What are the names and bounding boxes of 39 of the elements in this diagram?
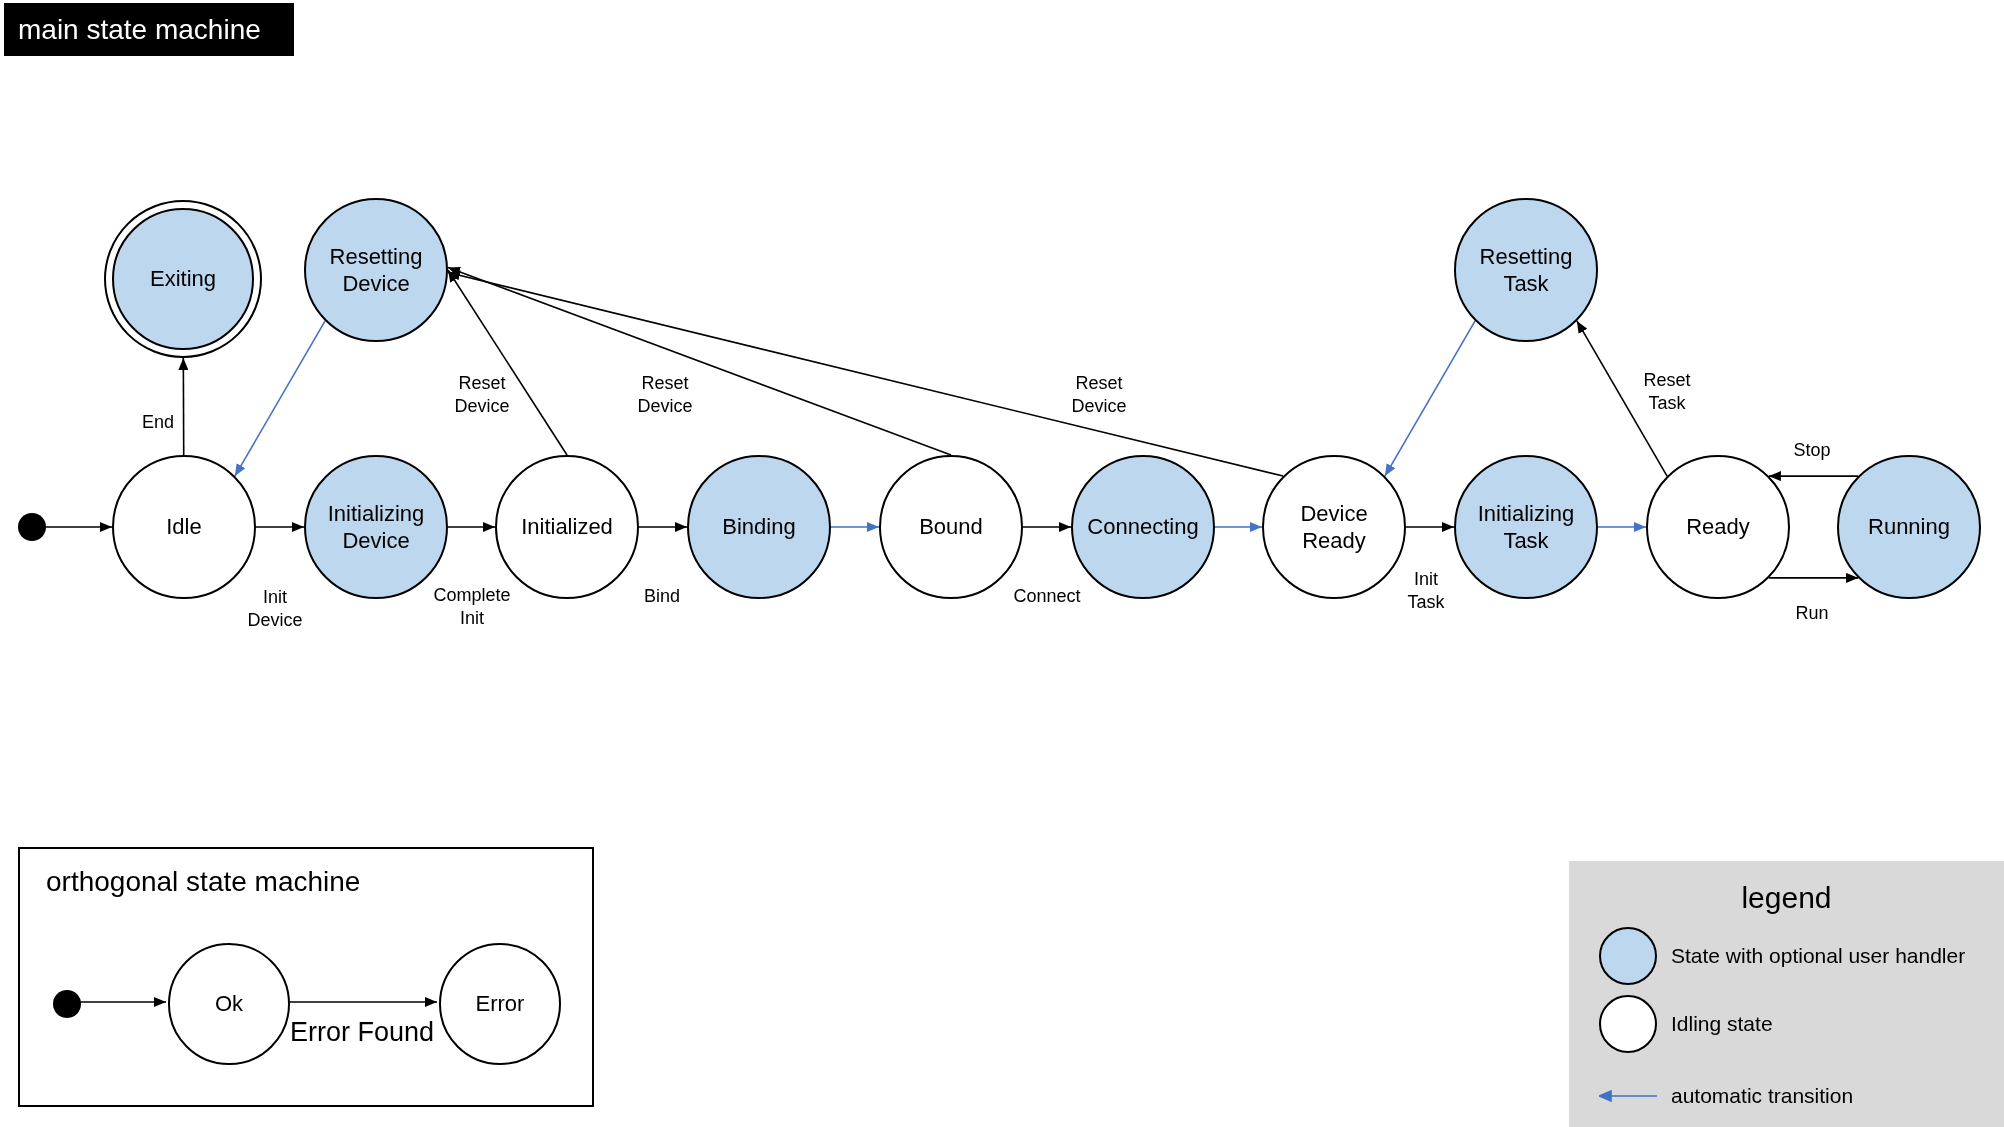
arrow xyxy=(1576,320,1668,477)
legend-text: State with optional user handler xyxy=(1671,943,1966,970)
arrow xyxy=(78,997,167,1007)
state-name: Initializing Task xyxy=(1476,499,1576,555)
arrow xyxy=(447,266,952,456)
state-name: Device Ready xyxy=(1299,499,1369,555)
state-name: Initializing Device xyxy=(326,499,426,555)
arrow xyxy=(447,522,496,532)
state-name: Idle xyxy=(165,513,203,541)
state-name: Ready xyxy=(1685,513,1751,541)
arrow xyxy=(1384,320,1476,477)
arrow xyxy=(1768,572,1859,583)
arrow xyxy=(1597,522,1647,532)
state-name: Ok xyxy=(213,990,245,1018)
arrow xyxy=(1405,522,1455,532)
arrow xyxy=(830,522,880,532)
arrow xyxy=(447,269,568,456)
legend-text: automatic transition xyxy=(1671,1083,1854,1110)
title-banner: main state machine xyxy=(4,3,294,56)
state-name: Exiting xyxy=(148,265,217,293)
state-name: Connecting xyxy=(1086,513,1200,541)
state-name: Running xyxy=(1867,513,1951,541)
arrow xyxy=(178,357,189,456)
arrow xyxy=(1214,522,1263,532)
state-name: Error xyxy=(474,990,526,1018)
state-name: Binding xyxy=(721,513,797,541)
legend-title: legend xyxy=(1740,880,1833,916)
legend-text: Idling state xyxy=(1671,1011,1773,1038)
arrow xyxy=(234,320,326,477)
arrow xyxy=(1022,522,1072,532)
arrow xyxy=(638,522,688,532)
arrow xyxy=(1768,471,1859,482)
frame-heading: orthogonal state machine xyxy=(46,865,361,899)
state-name: Bound xyxy=(918,513,984,541)
arrow xyxy=(45,522,113,532)
state-name: Initialized xyxy=(520,513,614,541)
state-name: Resetting Task xyxy=(1478,242,1574,298)
state-name: Resetting Device xyxy=(328,242,424,298)
arrow xyxy=(255,522,305,532)
